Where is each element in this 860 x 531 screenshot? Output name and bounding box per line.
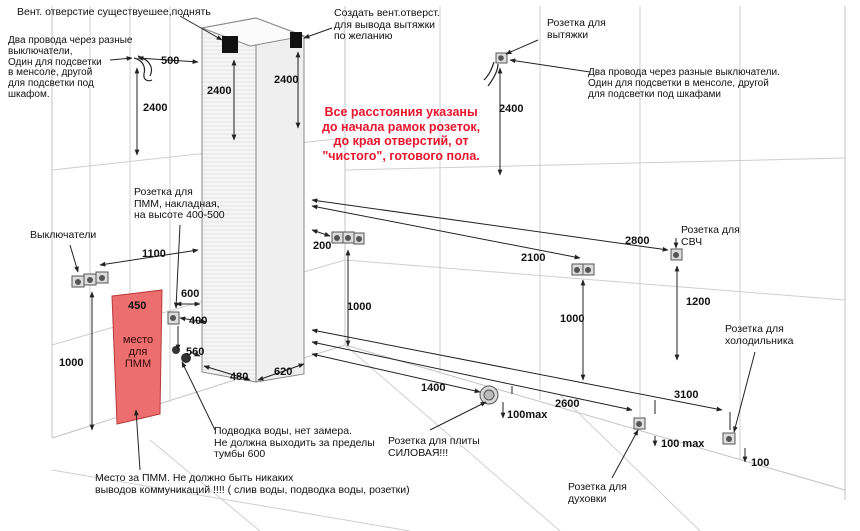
label-stove-socket: Розетка для плиты СИЛОВАЯ!!!	[388, 435, 480, 459]
new-vent-hole	[290, 32, 302, 48]
callout-leaders	[69, 15, 756, 479]
label-two-wires-right: Два провода через разные выключатели. Од…	[588, 67, 780, 100]
tall-cabinet	[200, 17, 306, 383]
label-oven-socket: Розетка для духовки	[568, 481, 627, 505]
dim-620: 620	[274, 366, 293, 378]
socket-block-200	[331, 231, 365, 245]
dim-200: 200	[313, 240, 332, 252]
dim-2400-left: 2400	[143, 102, 168, 114]
dim-1100: 1100	[142, 248, 166, 260]
dim-3100: 3100	[674, 389, 699, 401]
dim-100max-2: 100 max	[661, 438, 705, 450]
label-hood-socket: Розетка для вытяжки	[547, 17, 606, 41]
note-red: Все расстояния указаны до начала рамок р…	[322, 105, 481, 163]
hood-socket-icon	[495, 52, 508, 64]
dim-450: 450	[128, 300, 147, 312]
socket-block-2100	[571, 263, 595, 276]
dim-100: 100	[751, 457, 770, 469]
dim-1200: 1200	[686, 296, 711, 308]
pmm-place-panel	[111, 289, 163, 425]
label-pmm-place: место для ПММ	[122, 334, 154, 370]
dim-600: 600	[181, 288, 200, 300]
dim-2400-col2: 2400	[274, 74, 299, 86]
dim-400: 400	[189, 315, 208, 327]
dim-2400-col: 2400	[207, 85, 232, 97]
label-dishwasher-socket: Розетка для ПММ, накладная, на высоте 40…	[134, 186, 225, 221]
dim-560: 560	[186, 346, 205, 358]
label-water-supply: Подводка воды, нет замера. Не должна вых…	[214, 425, 375, 460]
label-microwave-socket: Розетка для СВЧ	[681, 224, 740, 248]
dim-1000-left: 1000	[59, 357, 84, 369]
dim-500: 500	[161, 55, 180, 67]
dim-2800: 2800	[625, 235, 650, 247]
dim-1000-mid: 1000	[347, 301, 372, 313]
label-pmm-area: Место за ПММ. Не должно быть никаких выв…	[95, 472, 410, 496]
dim-1000-mid2: 1000	[560, 313, 585, 325]
dim-480: 480	[230, 371, 249, 383]
dishwasher-socket-icon	[167, 311, 180, 325]
dim-2400-right: 2400	[499, 103, 524, 115]
microwave-socket-icon	[670, 248, 683, 261]
label-vent-create: Создать вент.отверст. для вывода вытяжки…	[334, 7, 440, 42]
label-fridge-socket: Розетка для холодильника	[725, 323, 794, 347]
stove-socket-icon	[479, 385, 499, 405]
dimension-lines	[89, 51, 748, 463]
label-switches: Выключатели	[30, 229, 97, 241]
switch-block	[71, 271, 109, 288]
label-vent-existing: Вент. отверстие существуешее,поднять	[17, 6, 211, 18]
fridge-socket-icon	[722, 432, 736, 445]
existing-vent-hole	[222, 36, 238, 53]
dim-1400: 1400	[421, 382, 446, 394]
dim-100max-1: 100max	[507, 409, 548, 421]
dim-2600: 2600	[555, 398, 580, 410]
wire-right-icon	[483, 61, 499, 87]
dim-2100: 2100	[521, 252, 546, 264]
oven-socket-icon	[633, 417, 646, 430]
label-two-wires-left: Два провода через разные выключатели, Од…	[8, 35, 133, 100]
